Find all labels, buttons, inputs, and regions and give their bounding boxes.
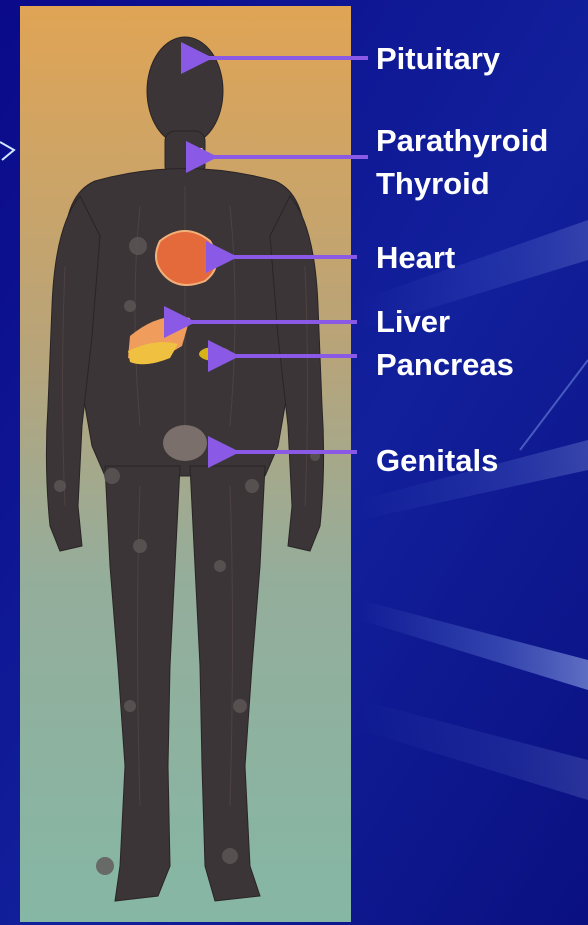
label-genitals: Genitals	[376, 444, 498, 478]
label-pancreas: Pancreas	[376, 348, 514, 382]
label-parathyroid: Parathyroid	[376, 124, 548, 158]
label-heart: Heart	[376, 241, 455, 275]
label-liver: Liver	[376, 305, 450, 339]
label-pituitary: Pituitary	[376, 42, 500, 76]
label-thyroid: Thyroid	[376, 167, 490, 201]
